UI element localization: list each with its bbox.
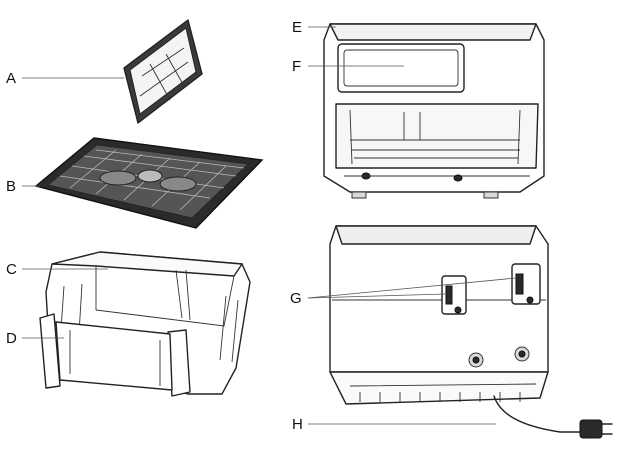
leader-lines [22,26,517,425]
part-d-basket-handle [39,313,191,397]
label-c: C [6,261,17,278]
label-d: D [6,330,17,347]
label-f: F [292,58,302,75]
label-e: E [292,19,303,36]
label-h: H [292,416,303,433]
label-a: A [6,70,17,87]
air-fryer-base-unit [329,225,613,439]
part-b-grill-rack [34,137,264,229]
label-g: G [290,290,302,307]
part-a-crisper-insert [123,19,203,124]
air-fryer-open-unit [323,23,545,199]
label-b: B [6,178,17,195]
